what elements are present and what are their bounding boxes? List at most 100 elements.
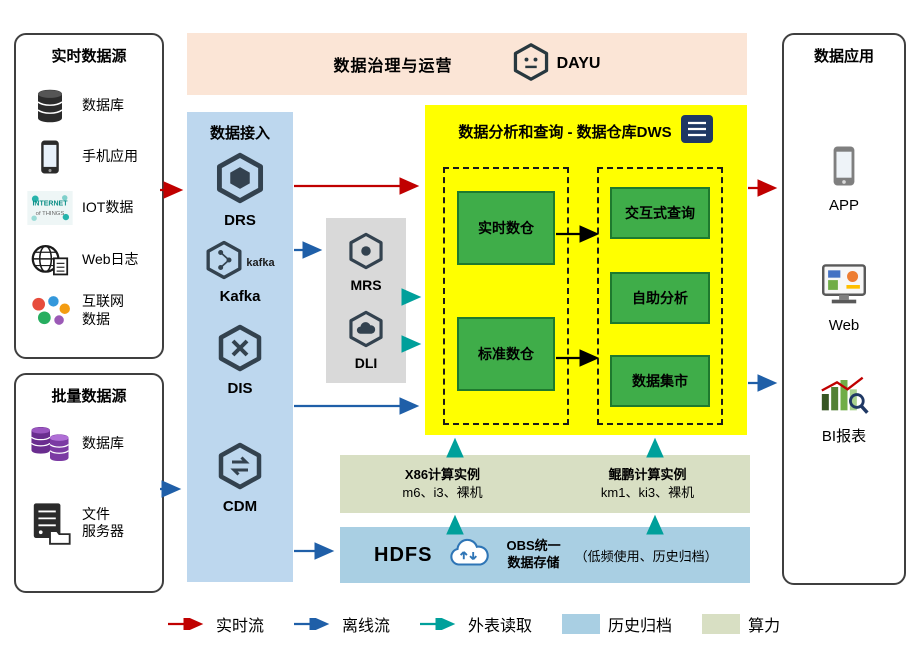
storage-panel: HDFS OBS统一 数据存储 （低频使用、历史归档）	[340, 527, 750, 583]
legend-archive: 历史归档	[562, 612, 672, 636]
node-standard-warehouse: 标准数仓	[457, 317, 555, 391]
middleware-panel: MRS DLI	[326, 218, 406, 383]
ingest-item-dis: DIS	[187, 324, 293, 397]
legend-compute-swatch	[702, 614, 741, 634]
dws-doc-icon	[680, 114, 714, 149]
obs-note: （低频使用、历史归档）	[574, 548, 718, 564]
obs-cloud-icon	[446, 537, 492, 574]
ingest-item-kafka: kafka Kafka	[187, 240, 293, 305]
kafka-wordmark: kafka	[246, 256, 275, 269]
source-item-database: 数据库	[26, 87, 152, 125]
source-item-label: 数据库	[82, 97, 124, 114]
batch-sources-title: 批量数据源	[51, 388, 127, 405]
legend-realtime-arrow-icon	[168, 618, 204, 630]
source-item-label: 文件 服务器	[82, 505, 124, 540]
drs-icon	[216, 152, 264, 208]
kafka-icon	[205, 240, 243, 285]
legend-archive-label: 历史归档	[608, 618, 673, 635]
legend-realtime: 实时流	[168, 612, 264, 636]
database-icon	[26, 87, 74, 125]
dws-warehouse-panel: 数据分析和查询 - 数据仓库DWS 实时数仓 标准数仓 交互式查询 自助分析 数…	[425, 105, 747, 435]
x86-title: X86计算实例	[404, 467, 481, 483]
ingest-item-cdm: CDM	[187, 442, 293, 515]
data-ingest-title: 数据接入	[209, 125, 270, 142]
ingest-item-label: DIS	[227, 380, 253, 397]
applications-title: 数据应用	[813, 48, 874, 65]
mrs-icon	[348, 232, 384, 274]
source-item-fileserver: 文件 服务器	[26, 501, 152, 545]
legend-external-arrow-icon	[420, 618, 456, 630]
iot-image-icon: INTERNET of THINGS	[26, 191, 74, 225]
internet-data-icon	[26, 294, 74, 328]
x86-sub: m6、i3、裸机	[402, 485, 483, 500]
source-item-label: 数据库	[82, 435, 124, 452]
legend-external-label: 外表读取	[468, 618, 533, 635]
x86-compute: X86计算实例 m6、i3、裸机	[340, 466, 545, 501]
legend-compute-label: 算力	[748, 618, 781, 635]
node-interactive-query: 交互式查询	[610, 187, 710, 239]
governance-banner: 数据治理与运营 DAYU	[187, 33, 747, 95]
realtime-sources-box: 实时数据源 数据库 手机应用	[14, 33, 164, 359]
kunpeng-title: 鲲鹏计算实例	[608, 467, 687, 483]
source-item-label: IOT数据	[82, 199, 134, 216]
governance-title: 数据治理与运营	[333, 58, 453, 75]
middleware-item-label: DLI	[354, 355, 378, 371]
svg-text:INTERNET: INTERNET	[32, 201, 68, 208]
app-item-app: APP	[784, 145, 904, 214]
dis-icon	[218, 324, 262, 376]
dayu-label: DAYU	[556, 55, 601, 72]
app-phone-icon	[831, 146, 857, 191]
dws-title: 数据分析和查询 - 数据仓库DWS	[458, 124, 672, 141]
obs-label: OBS统一 数据存储	[506, 538, 561, 570]
hdfs-label: HDFS	[374, 543, 433, 566]
bi-report-icon	[818, 376, 870, 419]
svg-text:of THINGS: of THINGS	[36, 211, 65, 217]
applications-box: 数据应用 APP	[782, 33, 906, 585]
legend-compute: 算力	[702, 612, 780, 636]
database-purple-icon	[26, 423, 74, 465]
node-data-mart: 数据集市	[610, 355, 710, 407]
file-server-icon	[26, 501, 74, 545]
ingest-item-label: Kafka	[219, 288, 261, 305]
warehouse-right-group: 交互式查询 自助分析 数据集市	[597, 167, 723, 425]
kunpeng-compute: 鲲鹏计算实例 km1、ki3、裸机	[545, 466, 750, 501]
middleware-item-mrs: MRS	[326, 232, 406, 293]
legend: 实时流 离线流 外表读取 历史归档 算力	[168, 612, 780, 636]
source-item-weblog: Web日志	[26, 243, 152, 277]
mobile-app-icon	[26, 139, 74, 175]
source-item-label: 互联网 数据	[82, 293, 124, 327]
legend-offline-arrow-icon	[294, 618, 330, 630]
kunpeng-sub: km1、ki3、裸机	[600, 485, 695, 500]
middleware-item-dli: DLI	[326, 310, 406, 371]
legend-archive-swatch	[562, 614, 601, 634]
batch-sources-box: 批量数据源 数据库	[14, 373, 164, 593]
node-self-analysis: 自助分析	[610, 272, 710, 324]
app-item-label: Web	[828, 317, 860, 334]
dayu-icon	[513, 42, 549, 87]
legend-realtime-label: 实时流	[216, 618, 265, 635]
ingest-item-label: CDM	[222, 498, 258, 515]
warehouse-left-group: 实时数仓 标准数仓	[443, 167, 569, 425]
app-item-label: APP	[828, 197, 859, 214]
dli-icon	[348, 310, 384, 352]
source-item-label: Web日志	[82, 251, 139, 268]
legend-offline-label: 离线流	[342, 618, 391, 635]
node-realtime-warehouse: 实时数仓	[457, 191, 555, 265]
web-log-icon	[26, 243, 74, 277]
legend-external: 外表读取	[420, 612, 532, 636]
source-item-internet: 互联网 数据	[26, 293, 152, 328]
compute-instances-panel: X86计算实例 m6、i3、裸机 鲲鹏计算实例 km1、ki3、裸机	[340, 455, 750, 513]
app-item-web: Web	[784, 263, 904, 334]
realtime-sources-title: 实时数据源	[51, 48, 127, 65]
ingest-item-drs: DRS	[187, 152, 293, 229]
web-monitor-icon	[819, 264, 869, 311]
app-item-label: BI报表	[821, 428, 867, 445]
source-item-iot: INTERNET of THINGS IOT数据	[26, 191, 152, 225]
source-item-mobile: 手机应用	[26, 139, 152, 175]
legend-offline: 离线流	[294, 612, 390, 636]
data-ingest-panel: 数据接入 DRS	[187, 112, 293, 582]
middleware-item-label: MRS	[350, 277, 382, 293]
source-item-label: 手机应用	[82, 148, 138, 165]
dayu-logo: DAYU	[513, 42, 601, 87]
